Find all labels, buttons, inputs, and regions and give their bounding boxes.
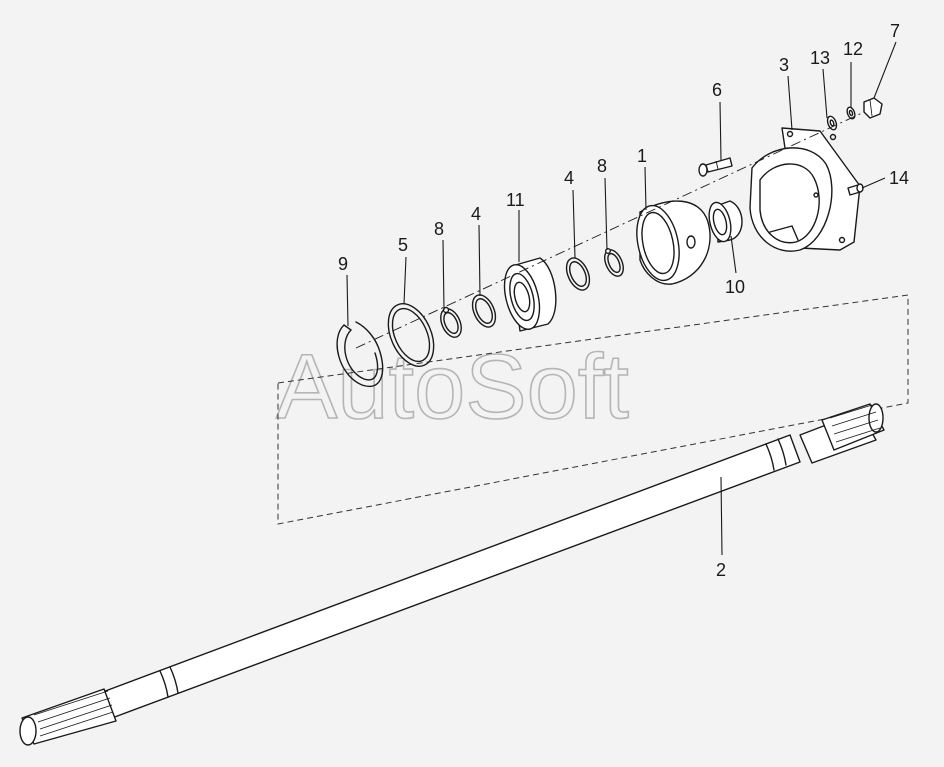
retaining-ring-part [387, 303, 435, 367]
label-part-3: 3 [779, 55, 789, 75]
lock-washer-part [846, 106, 856, 120]
label-part-2: 2 [716, 560, 726, 580]
washer-ring-right-part [565, 257, 591, 291]
nut-part [863, 97, 883, 119]
label-part-11: 11 [506, 190, 525, 210]
label-part-9: 9 [338, 254, 348, 274]
assembly-reference-box [277, 294, 909, 525]
assembly-axis-line [355, 112, 863, 349]
label-part-6: 6 [712, 80, 722, 100]
grease-nipple-part [847, 183, 864, 196]
label-part-5: 5 [398, 235, 408, 255]
circlip-left-part [440, 306, 462, 338]
label-part-4-left: 4 [471, 204, 481, 224]
oil-seal-part [708, 200, 743, 243]
bolt-part [698, 157, 733, 177]
bearing-part [503, 257, 557, 332]
label-part-4-right: 4 [564, 168, 574, 188]
watermark: AutoSoft [276, 336, 629, 438]
leader-lines [346, 41, 897, 556]
spherical-sleeve-part [636, 200, 711, 285]
label-part-8-left: 8 [434, 219, 444, 239]
label-part-8-right: 8 [597, 156, 607, 176]
label-part-10: 10 [725, 277, 745, 297]
label-part-7: 7 [890, 21, 900, 41]
snap-ring-part [336, 321, 384, 388]
part-number-labels: 9 5 8 4 11 4 8 1 6 3 13 12 7 14 10 2 [338, 21, 909, 580]
shaft-part [19, 403, 885, 746]
label-part-1: 1 [637, 146, 647, 166]
label-part-13: 13 [810, 48, 830, 68]
housing-part [749, 127, 861, 252]
label-part-14: 14 [889, 168, 909, 188]
washer-ring-left-part [471, 294, 497, 328]
circlip-right-part [604, 247, 624, 277]
label-part-12: 12 [843, 39, 863, 59]
